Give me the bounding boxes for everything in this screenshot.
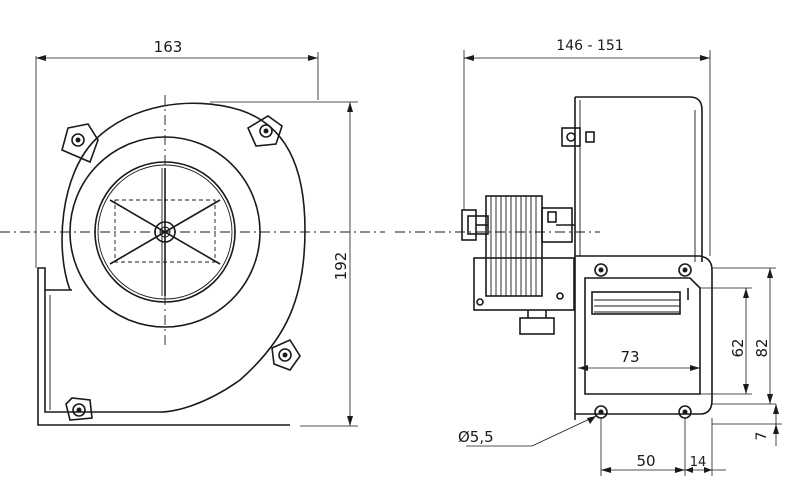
- dim-label-width-front: 163: [154, 38, 183, 56]
- front-view: 163 192: [0, 38, 385, 427]
- dimension-width-front: 163: [35, 38, 319, 268]
- terminal-block: [519, 317, 555, 335]
- inlet-ring-inner: [97, 164, 233, 300]
- dimension-height: 192: [210, 101, 358, 427]
- mount-ear-bottom-left: [65, 397, 93, 421]
- side-view: 146 - 151 73 62 82: [395, 38, 782, 476]
- dim-label-height: 192: [332, 252, 350, 281]
- grill-spoke-diagonal-b: [109, 199, 221, 265]
- flange-screw-bottom-right: [678, 405, 692, 419]
- inlet-ring-outer: [94, 161, 236, 303]
- flange-screw-bottom-left: [594, 405, 608, 419]
- flange-screw-top-left: [594, 263, 608, 277]
- dimension-hole-diameter: Ø5,5: [458, 415, 597, 447]
- dim-label-flange-width: 73: [620, 348, 639, 366]
- dimension-width-side: 146 - 151: [463, 38, 711, 256]
- volute-housing-outline: [37, 102, 306, 426]
- motor-bracket: [473, 257, 575, 311]
- dimension-mount-height: 62 82: [700, 267, 776, 405]
- housing-inner-ring: [69, 136, 261, 328]
- dim-label-mount-height-inner: 62: [729, 338, 747, 357]
- dim-label-base-offset: 7: [754, 432, 770, 441]
- dim-label-hole-diameter: Ø5,5: [458, 428, 494, 446]
- dimension-base-offset: 7: [712, 404, 782, 446]
- bearing-front: [461, 209, 477, 241]
- dim-label-mount-height-outer: 82: [753, 338, 771, 357]
- dimension-hole-spacing: 50 14: [600, 418, 726, 476]
- mount-ear-bottom-right: [271, 338, 301, 371]
- hub-inner: [159, 226, 171, 238]
- top-bracket: [561, 127, 581, 147]
- dim-label-width-side: 146 - 151: [556, 38, 623, 54]
- housing-top-edge: [575, 96, 703, 262]
- dim-label-hole-spacing: 50: [636, 452, 655, 470]
- motor-lamination-lines: [490, 196, 537, 296]
- mount-screw: [259, 124, 273, 138]
- inlet-grill: [109, 168, 221, 296]
- mount-screw: [72, 403, 86, 417]
- dimension-flange-width: 73: [578, 348, 700, 371]
- hub-outer: [154, 221, 176, 243]
- outlet-grill: [591, 291, 681, 315]
- dim-label-hole-offset: 14: [690, 455, 707, 470]
- mount-ear-top-left: [61, 123, 99, 164]
- mount-screw: [71, 133, 85, 147]
- mount-screw: [278, 348, 292, 362]
- outlet-flange-outline: [575, 255, 713, 415]
- outlet-opening: [584, 277, 701, 395]
- mount-ear-top-right: [246, 115, 283, 147]
- motor-stack: [485, 195, 543, 297]
- flange-screw-top-right: [678, 263, 692, 277]
